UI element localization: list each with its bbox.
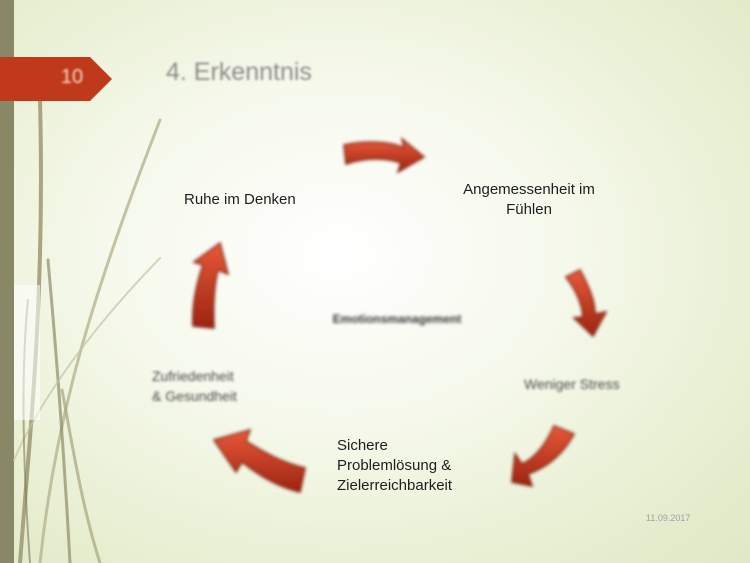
node-line: Angemessenheit im: [463, 181, 595, 198]
node-line: Fühlen: [506, 201, 552, 218]
node-zufriedenheit: Zufriedenheit & Gesundheit: [152, 366, 237, 406]
grass-decoration: [13, 98, 162, 563]
node-line: Problemlösung &: [337, 457, 452, 474]
slide-title: 4. Erkenntnis: [166, 58, 312, 86]
node-line: & Gesundheit: [152, 388, 237, 404]
slide-number: 10: [60, 66, 84, 88]
center-label: Emotionsmanagement: [332, 312, 462, 326]
arrow-bottom-right: [511, 425, 576, 487]
arrow-top: [343, 137, 426, 174]
arrow-left: [192, 241, 230, 329]
slide-date: 11.09.2017: [646, 513, 691, 523]
node-ruhe-im-denken: Ruhe im Denken: [184, 190, 296, 210]
node-problemloesung: Sichere Problemlösung & Zielerreichbarke…: [337, 436, 452, 496]
node-weniger-stress: Weniger Stress: [524, 374, 619, 394]
slide-number-badge: [0, 57, 112, 101]
node-line: Ruhe im Denken: [184, 191, 296, 208]
node-line: Weniger Stress: [524, 376, 620, 392]
node-angemessenheit: Angemessenheit im Fühlen: [446, 180, 612, 220]
arrow-bottom-left: [212, 428, 306, 493]
arrow-right: [564, 269, 608, 338]
left-sidebar-bar: [0, 0, 14, 563]
node-line: Sichere: [337, 437, 388, 454]
node-line: Zufriedenheit: [152, 368, 234, 384]
node-line: Zielerreichbarkeit: [337, 477, 453, 494]
